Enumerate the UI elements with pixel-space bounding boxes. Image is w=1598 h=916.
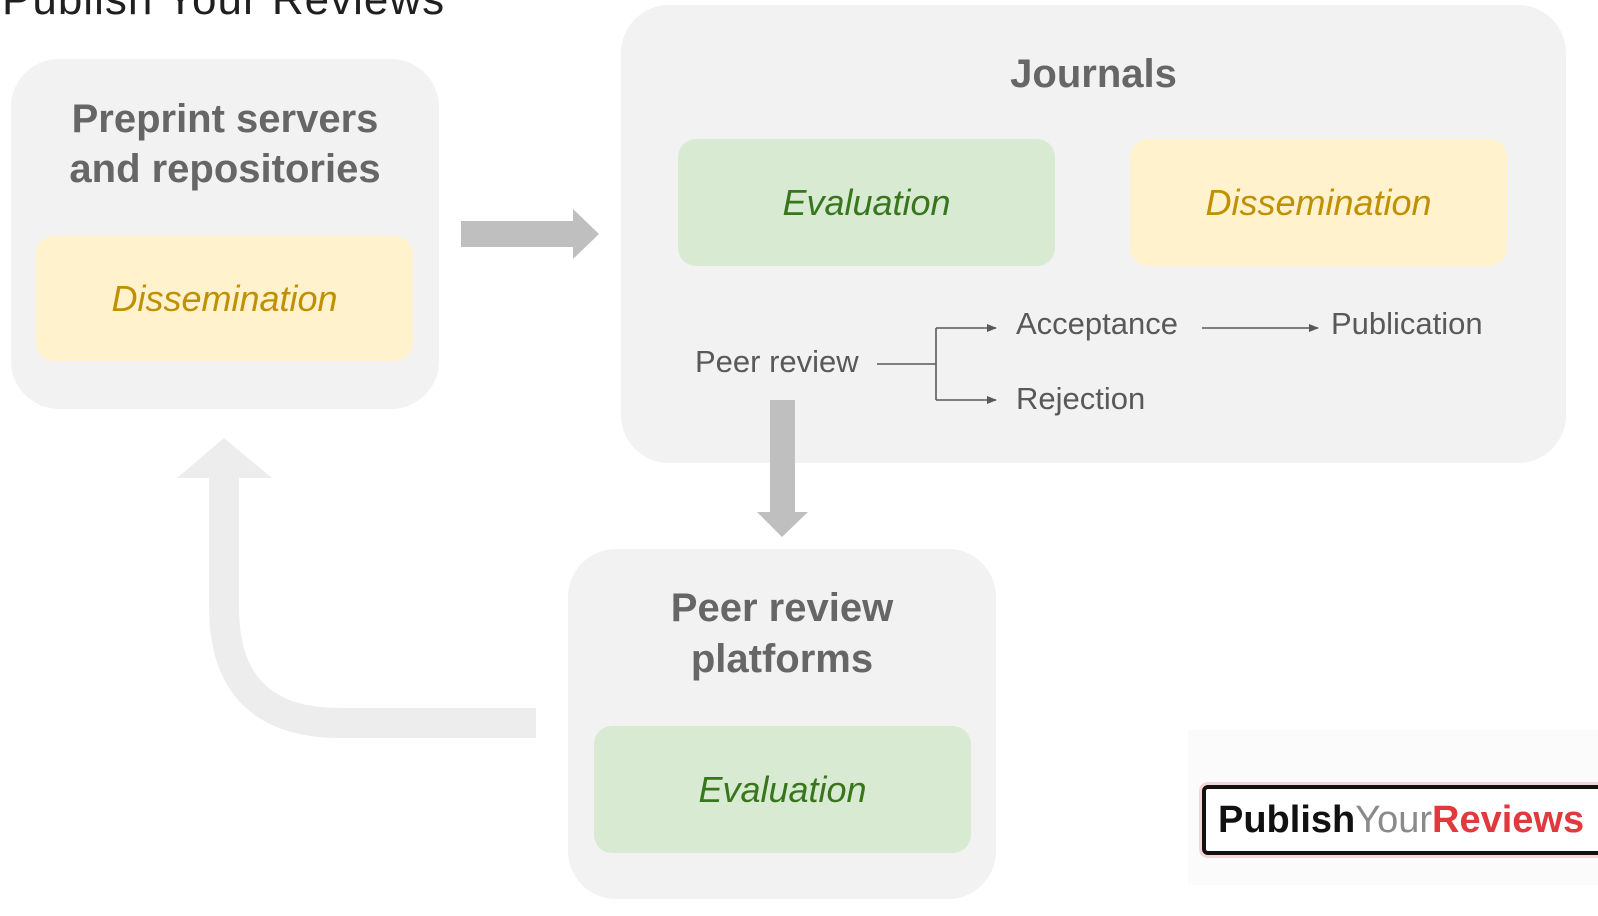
journals-to-platforms-arrow <box>757 400 808 537</box>
flow-publication-label: Publication <box>1331 306 1483 341</box>
page-heading: Publish Your Reviews <box>2 0 445 22</box>
flow-rejection-label: Rejection <box>1016 381 1146 416</box>
preprint-servers-panel: Preprint servers and repositories Dissem… <box>11 59 439 409</box>
preprint-dissemination-chip: Dissemination <box>36 236 413 361</box>
journals-dissemination-chip: Dissemination <box>1130 139 1507 266</box>
journals-evaluation-chip: Evaluation <box>678 139 1055 266</box>
journals-panel: Journals Evaluation Dissemination <box>621 5 1566 463</box>
preprint-to-journals-arrow <box>461 209 599 259</box>
loop-back-arrow <box>209 470 536 738</box>
logo-text-publish: Publish <box>1218 798 1356 841</box>
platforms-panel-title-line2: platforms <box>690 637 874 681</box>
flow-acceptance-label: Acceptance <box>1016 306 1178 341</box>
preprint-panel-title-line2: and repositories <box>69 147 381 191</box>
preprint-panel-title-line1: Preprint servers <box>71 97 379 141</box>
platforms-panel-title-line1: Peer review <box>670 586 894 630</box>
flow-peer-review-label: Peer review <box>695 344 859 379</box>
logo-text-your: Your <box>1355 798 1433 841</box>
platforms-evaluation-chip: Evaluation <box>594 726 971 853</box>
journals-panel-title: Journals <box>1010 52 1177 96</box>
logo-text-reviews: Reviews <box>1432 798 1585 841</box>
loop-back-arrowhead <box>177 438 272 478</box>
peer-review-platforms-panel: Peer review platforms Evaluation <box>568 549 996 899</box>
